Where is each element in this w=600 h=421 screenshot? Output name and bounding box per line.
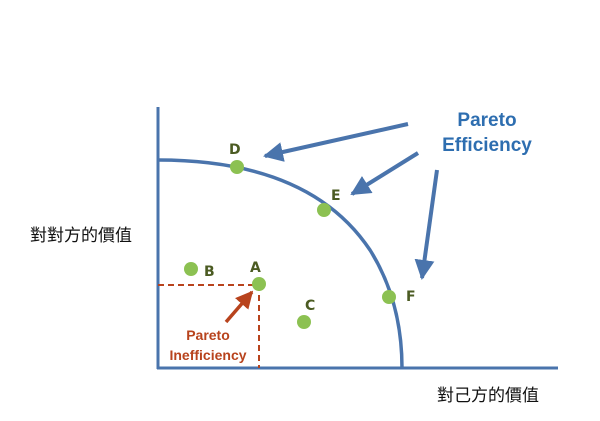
point-d — [230, 160, 244, 174]
point-e — [317, 203, 331, 217]
efficiency-arrow-to-e — [350, 151, 420, 196]
point-label-a: A — [250, 260, 261, 276]
point-a — [252, 277, 266, 291]
inefficiency-title-line1: Pareto — [186, 327, 230, 343]
point-label-b: B — [204, 264, 215, 280]
point-c — [297, 315, 311, 329]
y-axis-label: 對對方的價值 — [30, 226, 132, 246]
efficiency-arrow-to-f — [414, 169, 439, 280]
point-f — [382, 290, 396, 304]
x-axis-label: 對己方的價值 — [437, 386, 539, 406]
point-label-e: E — [331, 188, 341, 204]
point-b — [184, 262, 198, 276]
inefficiency-arrow — [224, 290, 254, 324]
efficiency-title-line2: Efficiency — [442, 135, 532, 156]
inefficiency-title-line2: Inefficiency — [169, 347, 246, 363]
efficiency-arrow-to-d — [263, 122, 409, 162]
efficiency-title-line1: Pareto — [457, 110, 516, 131]
point-label-c: C — [305, 298, 315, 314]
point-label-d: D — [229, 142, 241, 158]
point-label-f: F — [406, 289, 416, 305]
